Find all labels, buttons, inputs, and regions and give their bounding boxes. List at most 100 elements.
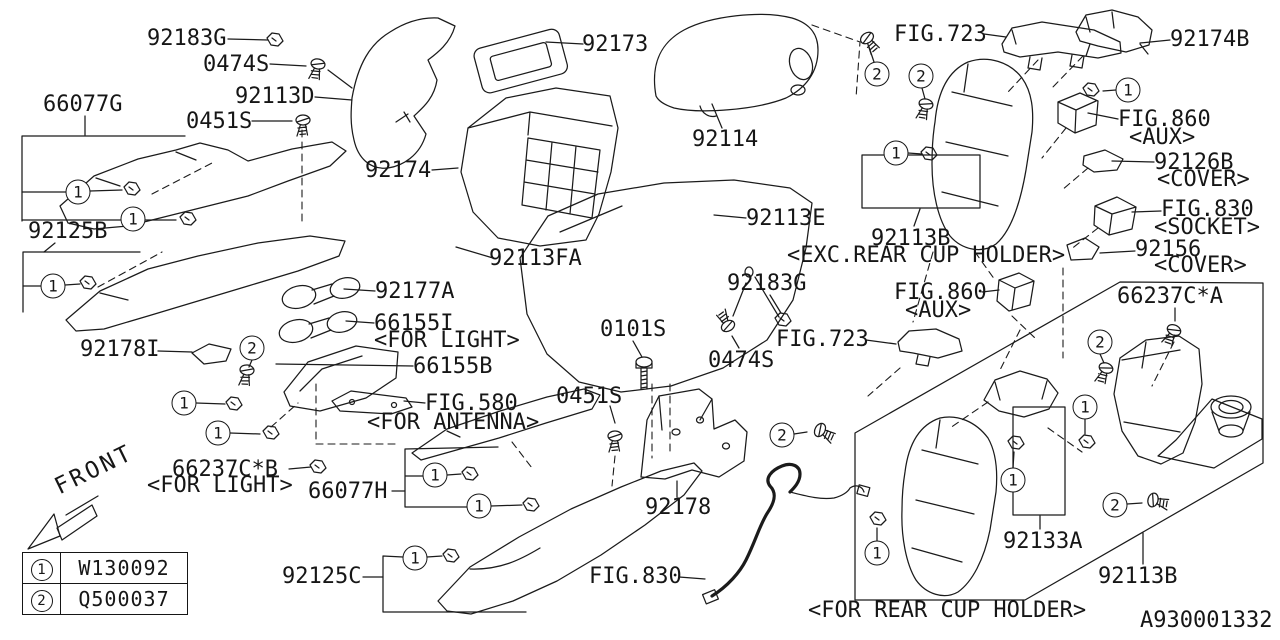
label-92113E: 92113E — [746, 206, 826, 231]
callout-1: 1 — [40, 273, 66, 299]
assembly-dashed-lines — [97, 24, 1175, 487]
clip-66077G-a — [123, 181, 141, 196]
label-92133A: 92133A — [1003, 529, 1083, 554]
clip-66077H-b — [522, 497, 540, 512]
label-0451S-top: 0451S — [186, 109, 253, 134]
callout-2: 2 — [908, 63, 934, 89]
label-92183G-top: 92183G — [147, 26, 227, 51]
label-92173: 92173 — [582, 32, 649, 57]
part-fig860-aux-mid — [996, 272, 1035, 312]
part-92173 — [473, 28, 569, 94]
callout-1: 1 — [65, 179, 91, 205]
label-0451S-mid: 0451S — [556, 384, 623, 409]
legend-symbol-2: 2 — [30, 590, 53, 612]
screw-callout2-top-b — [914, 96, 935, 122]
screw-callout2-top-a — [857, 29, 883, 56]
part-92113D — [350, 17, 456, 169]
part-66155I — [278, 311, 358, 344]
rear-cup-holder-enclosure — [854, 281, 1264, 601]
callout-2: 2 — [864, 61, 890, 87]
screw-callout2-box-bottom — [1145, 491, 1171, 512]
callout-2: 2 — [1087, 329, 1113, 355]
label-66237CB: 66237C*B — [172, 457, 278, 482]
part-92125C — [437, 462, 703, 615]
callout-1: 1 — [1115, 77, 1141, 103]
legend-code-1: W130092 — [60, 552, 188, 584]
label-92114: 92114 — [692, 127, 759, 152]
label-92126B-sub: <COVER> — [1157, 167, 1250, 192]
screw-callout2-left — [237, 363, 256, 388]
part-66077H — [411, 388, 601, 461]
part-92113B-exc-panel — [931, 58, 1034, 251]
callout-1: 1 — [883, 140, 909, 166]
drawing-number: A930001332 — [1140, 608, 1273, 633]
label-92174B: 92174B — [1170, 27, 1250, 52]
part-92174 — [460, 87, 619, 247]
label-fig580-sub: <FOR ANTENNA> — [367, 410, 540, 435]
part-cup-holder-console — [1113, 335, 1263, 469]
part-92113E — [519, 179, 813, 393]
part-92174B — [1075, 9, 1153, 57]
label-92113D: 92113D — [235, 84, 315, 109]
callout-1: 1 — [864, 540, 890, 566]
screw-0474S-mid — [713, 308, 738, 335]
label-66155I: 66155I — [374, 311, 454, 336]
label-0101S: 0101S — [600, 317, 667, 342]
part-92177A — [281, 277, 361, 310]
part-fig723-mid — [897, 328, 963, 367]
part-66155B — [283, 345, 399, 412]
label-92125B: 92125B — [28, 219, 108, 244]
label-fig723-top: FIG.723 — [894, 22, 987, 47]
label-92113B-exc: 92113B — [871, 226, 951, 251]
part-92133A-lid — [983, 370, 1059, 418]
part-fig830-harness — [701, 462, 871, 605]
callout-1: 1 — [466, 493, 492, 519]
label-66155I-sub: <FOR LIGHT> — [374, 328, 520, 353]
part-92178I — [191, 343, 232, 365]
screw-0451S-top — [295, 114, 311, 137]
label-92113FA: 92113FA — [489, 246, 582, 271]
clip-92125C — [442, 548, 460, 563]
label-92178I: 92178I — [80, 337, 160, 362]
callout-2: 2 — [769, 422, 795, 448]
screw-66237CA — [1160, 321, 1184, 349]
label-66237CA: 66237C*A — [1117, 284, 1223, 309]
clip-92178I-row — [225, 396, 243, 411]
label-92156-sub: <COVER> — [1154, 253, 1247, 278]
bolt-0101S — [635, 356, 653, 390]
part-92126B-cover — [1082, 149, 1124, 173]
callout-1: 1 — [402, 545, 428, 571]
label-92113B-exc-sub: <EXC.REAR CUP HOLDER> — [787, 243, 1066, 268]
clip-92183G-top — [266, 32, 284, 47]
front-arrow-icon — [27, 495, 99, 550]
group-brackets — [21, 135, 1066, 613]
label-fig830-socket-sub: <SOCKET> — [1154, 215, 1260, 240]
label-92113B-rear: 92113B — [1098, 564, 1178, 589]
label-fig860-mid-sub: <AUX> — [905, 298, 972, 323]
clip-92174B-row — [1082, 82, 1100, 97]
label-66155B: 66155B — [413, 354, 493, 379]
part-92125B — [65, 235, 346, 332]
screw-callout2-box-top — [1093, 360, 1115, 387]
clip-66077G-b — [179, 211, 197, 226]
label-fig723-mid: FIG.723 — [776, 327, 869, 352]
part-92156-cover — [1066, 237, 1100, 261]
part-92114 — [653, 13, 819, 118]
fastener-legend: 1 W130092 2 Q500037 — [22, 552, 188, 615]
screw-0451S-mid — [607, 430, 623, 453]
callout-1: 1 — [1072, 394, 1098, 420]
legend-symbol-1: 1 — [30, 559, 53, 581]
legend-row: 1 W130092 — [22, 552, 188, 584]
screw-0474S-top — [307, 57, 327, 82]
part-fig580-antenna — [331, 390, 413, 415]
label-rear-cup-note: <FOR REAR CUP HOLDER> — [808, 598, 1087, 623]
callout-1: 1 — [422, 462, 448, 488]
label-fig580: FIG.580 — [425, 391, 518, 416]
clip-66077H-a — [461, 466, 479, 481]
callout-1: 1 — [205, 420, 231, 446]
legend-row: 2 Q500037 — [22, 583, 188, 615]
label-92174: 92174 — [365, 158, 432, 183]
label-66237CB-sub: <FOR LIGHT> — [147, 473, 293, 498]
